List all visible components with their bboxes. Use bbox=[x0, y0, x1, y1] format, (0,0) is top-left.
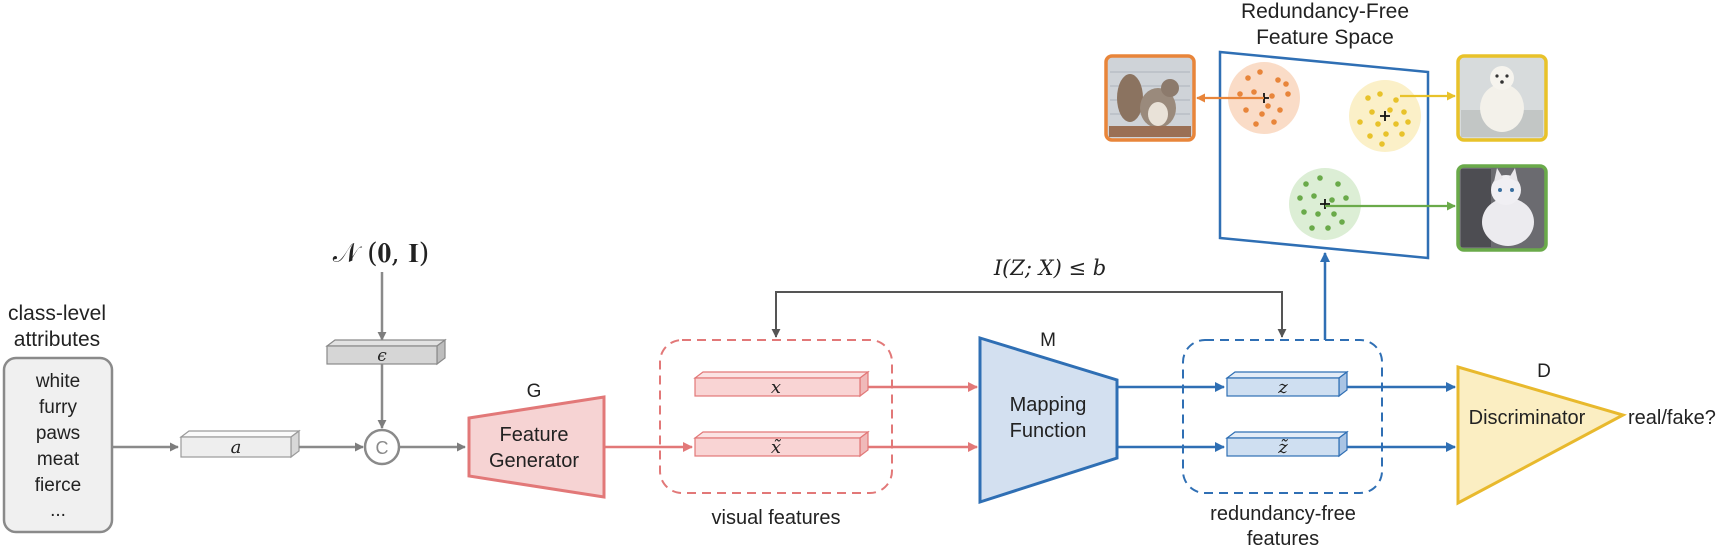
feature-generator: Feature Generator bbox=[467, 395, 606, 499]
attribute-item: ... bbox=[50, 500, 66, 521]
attribute-item: fierce bbox=[35, 475, 81, 496]
attributes-title-line1: class-level bbox=[8, 302, 106, 325]
discriminator-letter: D bbox=[1537, 361, 1551, 382]
visual-features-group bbox=[659, 339, 893, 494]
vector-epsilon: ϵ bbox=[325, 338, 447, 366]
visual-features-caption: visual features bbox=[712, 507, 841, 529]
epsilon-label: ϵ bbox=[377, 346, 387, 366]
generator-label-line1: Feature bbox=[500, 424, 569, 446]
concat-symbol: C bbox=[376, 438, 389, 458]
squirrel-image bbox=[1104, 54, 1196, 142]
concat-node: C bbox=[363, 428, 401, 466]
redundancy-free-caption-line2: features bbox=[1247, 528, 1319, 550]
cat-image bbox=[1456, 164, 1548, 252]
vector-z-tilde-label: z̃ bbox=[1277, 437, 1288, 458]
attributes-box bbox=[2, 356, 114, 534]
attributes-block: class-level attributes white furry paws … bbox=[2, 302, 114, 534]
cluster-cat bbox=[1289, 168, 1361, 240]
generator-label-line2: Generator bbox=[489, 450, 579, 472]
vector-a: a bbox=[179, 429, 301, 459]
attribute-item: meat bbox=[37, 449, 80, 470]
feature-space-title-line1: Redundancy-Free bbox=[1241, 0, 1409, 23]
vector-x-tilde: x̃ bbox=[693, 430, 870, 458]
vector-x: x bbox=[693, 370, 870, 398]
discriminator-output: real/fake? bbox=[1628, 407, 1716, 429]
mapping-function: Mapping Function bbox=[978, 335, 1119, 505]
vector-x-label: x bbox=[771, 377, 781, 398]
redundancy-free-group bbox=[1182, 339, 1383, 494]
cluster-polar-bear bbox=[1349, 80, 1421, 152]
redundancy-free-caption-line1: redundancy-free bbox=[1210, 503, 1356, 525]
vector-z-tilde: z̃ bbox=[1225, 430, 1349, 458]
vector-a-label: a bbox=[231, 437, 242, 458]
generator-letter: G bbox=[527, 381, 542, 402]
mapping-letter: M bbox=[1040, 330, 1056, 351]
noise-distribution-label: 𝒩 (𝟎, 𝐈) bbox=[333, 238, 430, 269]
discriminator-label: Discriminator bbox=[1469, 407, 1586, 429]
attribute-item: white bbox=[35, 371, 80, 392]
vector-z-label: z bbox=[1277, 377, 1288, 398]
mapping-label-line1: Mapping bbox=[1010, 394, 1087, 416]
attributes-title-line2: attributes bbox=[14, 328, 100, 351]
bottleneck-label: I(Z; X) ≤ b bbox=[993, 256, 1106, 280]
feature-space-title-line2: Feature Space bbox=[1256, 26, 1394, 49]
polar-bear-image bbox=[1456, 54, 1548, 142]
attribute-item: paws bbox=[36, 423, 80, 444]
vector-x-tilde-label: x̃ bbox=[771, 437, 782, 458]
vector-z: z bbox=[1225, 370, 1349, 398]
attribute-item: furry bbox=[39, 397, 78, 418]
mapping-label-line2: Function bbox=[1010, 420, 1087, 442]
bottleneck-bracket bbox=[775, 291, 1283, 337]
discriminator: Discriminator bbox=[1456, 365, 1627, 506]
